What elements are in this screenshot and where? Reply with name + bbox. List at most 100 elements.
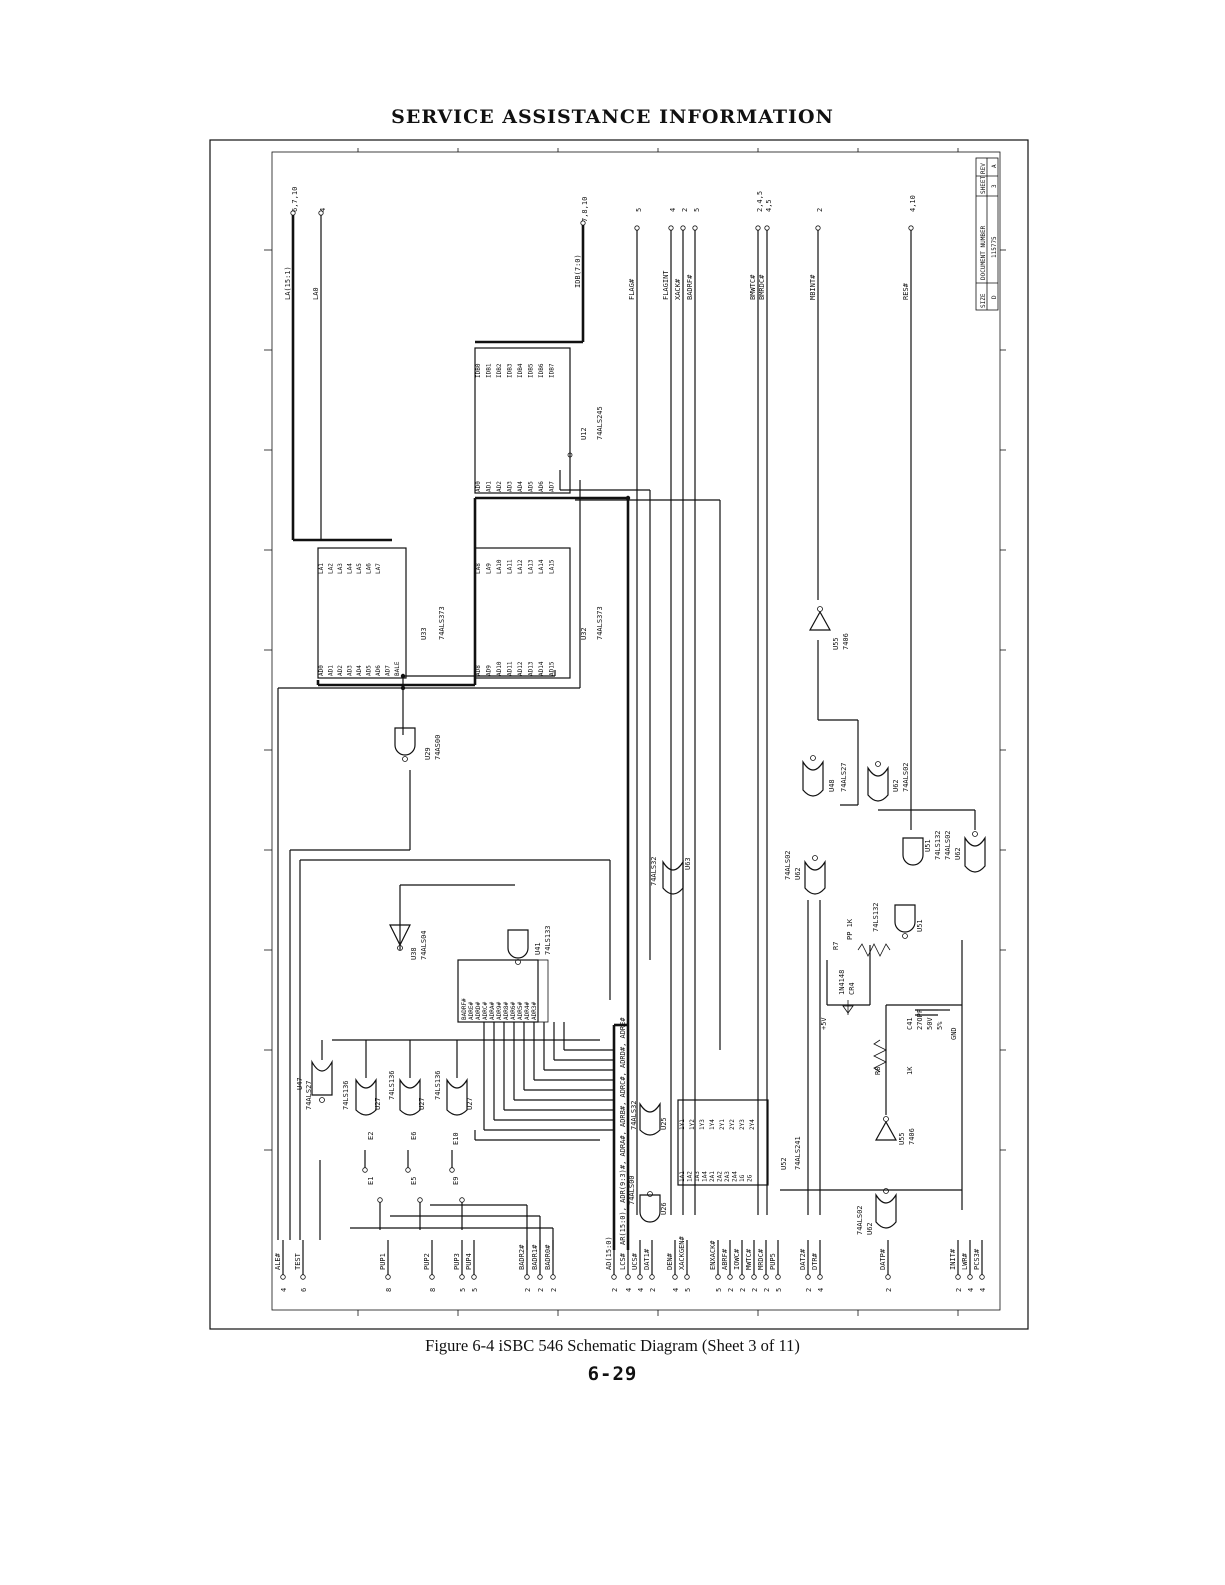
- u12-output-pin: IDB1: [486, 363, 493, 378]
- bottom-signal-ref: 2: [537, 1288, 545, 1292]
- svg-text:U51: U51: [924, 839, 932, 852]
- svg-text:E10: E10: [452, 1132, 460, 1145]
- bottom-signal-ref: 2: [727, 1288, 735, 1292]
- top-signal-name: FLAG#: [628, 278, 636, 300]
- bottom-connector: [280, 1274, 286, 1280]
- u33-output-pin: LA2: [328, 563, 335, 574]
- bottom-signal-ref: 2: [885, 1288, 893, 1292]
- u32-input-pin: AD15: [549, 661, 556, 676]
- svg-text:74ALS04: 74ALS04: [420, 930, 428, 960]
- svg-text:74ALS32: 74ALS32: [650, 856, 658, 886]
- svg-text:U55: U55: [898, 1132, 906, 1145]
- top-signal-name: FLAGINT: [662, 270, 670, 300]
- u63-or-gate: U63 74ALS32: [650, 856, 692, 895]
- top-signal-ref: 4: [319, 208, 327, 212]
- u32-output-pin: LA8: [475, 563, 482, 574]
- bottom-signal-name: DATP#: [879, 1248, 887, 1270]
- svg-text:C41: C41: [906, 1017, 914, 1030]
- u32-output-pin: LA15: [549, 559, 556, 574]
- main-wiring: [277, 470, 721, 1250]
- svg-text:GND: GND: [950, 1027, 958, 1040]
- u12-output-pin: IDB2: [496, 363, 503, 378]
- bottom-signal-name: AD(15:0): [605, 1236, 613, 1270]
- u41-input-pin: BADRF#: [461, 998, 468, 1020]
- u12-input-pin: AD0: [475, 481, 482, 492]
- bottom-signal-ref: 2: [763, 1288, 771, 1292]
- bottom-signal-name: PCS3#: [973, 1248, 981, 1270]
- svg-text:U63: U63: [684, 857, 692, 870]
- bottom-connector: [775, 1274, 781, 1280]
- bottom-connector: [637, 1274, 643, 1280]
- u52-left-pin: 2A3: [724, 1171, 731, 1182]
- bottom-connector: [524, 1274, 530, 1280]
- u47-nor-gate: U47 74ALS27: [296, 1059, 333, 1110]
- u33-input-pin: AD5: [366, 665, 373, 676]
- top-signal-ref: 2,4,5: [756, 191, 764, 212]
- u32-input-pin: AD11: [507, 661, 514, 676]
- u51-schmitt-gate-b: U51 74LS132: [872, 902, 924, 939]
- u32-input-pin: AD8: [475, 665, 482, 676]
- bottom-signal-name: PUP1: [379, 1253, 387, 1270]
- svg-text:U26: U26: [660, 1202, 668, 1215]
- bottom-signal-ref: 5: [715, 1288, 723, 1292]
- u32-input-pin: AD13: [528, 661, 535, 676]
- u41-input-pin: ADRD#: [475, 1002, 482, 1020]
- u32-output-pin: LA10: [496, 559, 503, 574]
- u29-nand-gate: U29 74AS00: [394, 727, 442, 762]
- bottom-signal-labels: ALE#4TEST6PUP18PUP28PUP35PUP45BADR2#2BAD…: [274, 1235, 987, 1292]
- title-block-docnum-header: DOCUMENT NUMBER: [980, 225, 987, 280]
- bottom-signal-ref: 4: [979, 1288, 987, 1292]
- svg-text:U47: U47: [296, 1077, 304, 1090]
- svg-text:74ALS27: 74ALS27: [840, 762, 848, 792]
- svg-text:74ALS02: 74ALS02: [784, 850, 792, 880]
- svg-text:74LS132: 74LS132: [934, 830, 942, 860]
- top-signal-name: LA0: [312, 287, 320, 300]
- svg-text:U27: U27: [374, 1097, 382, 1110]
- svg-text:74LS136: 74LS136: [434, 1070, 442, 1100]
- svg-text:E5: E5: [410, 1177, 418, 1185]
- svg-text:74LS133: 74LS133: [544, 925, 552, 955]
- u32-input-pin: AD14: [538, 661, 545, 676]
- u41-input-pin: ADR8#: [503, 1002, 510, 1020]
- bottom-signal-ref: 5: [459, 1288, 467, 1292]
- bottom-signal-ref: 2: [805, 1288, 813, 1292]
- jumpers: E1 E2 E5 E6 E9 E10: [362, 1132, 465, 1230]
- u12-input-pin: AD5: [528, 481, 535, 492]
- u32-output-pin: LA12: [517, 559, 524, 574]
- passive-labels: R7 PP 1K 1N4148 CR4 +5V R8 1K C41 27OPF …: [820, 918, 958, 1075]
- top-signal-name: BMRDC#: [758, 274, 766, 300]
- svg-text:U48: U48: [828, 779, 836, 792]
- u12-ref: U12: [580, 427, 588, 440]
- u12-output-pin: IDB5: [528, 363, 535, 378]
- u33-output-pin: LA3: [337, 563, 344, 574]
- svg-text:U62: U62: [892, 779, 900, 792]
- bottom-signal-name: BADR0#: [544, 1244, 552, 1270]
- top-signal-name: RES#: [902, 282, 910, 300]
- reset-wiring: [780, 640, 976, 1215]
- svg-text:50V: 50V: [926, 1017, 934, 1030]
- bottom-signal-name: LCS#: [619, 1252, 627, 1270]
- title-block: SIZE DOCUMENT NUMBER SHEET REV D 115775 …: [975, 157, 999, 311]
- u52-left-pin: 1A1: [679, 1171, 686, 1182]
- figure-caption: Figure 6-4 iSBC 546 Schematic Diagram (S…: [425, 1336, 800, 1355]
- u33-output-pin: LA4: [347, 563, 354, 574]
- svg-text:74AS00: 74AS00: [434, 735, 442, 760]
- svg-text:27OPF: 27OPF: [916, 1009, 924, 1030]
- svg-text:R7: R7: [832, 942, 840, 950]
- svg-text:R8: R8: [874, 1067, 882, 1075]
- u62-nor-gate-c: U62 74ALS02: [944, 830, 986, 873]
- bottom-signal-name: PUP4: [465, 1253, 473, 1270]
- top-signal-ref: 2: [816, 208, 824, 212]
- bottom-signal-name: UCS#: [631, 1252, 639, 1270]
- xor-wiring: [319, 1039, 600, 1250]
- bottom-signal-ref: 2: [550, 1288, 558, 1292]
- u41-input-pin: ADRC#: [482, 1002, 489, 1020]
- u41-input-pin: ADR6#: [510, 1002, 517, 1020]
- svg-text:7406: 7406: [908, 1128, 916, 1145]
- page-header-title: SERVICE ASSISTANCE INFORMATION: [391, 106, 834, 128]
- bottom-signal-name: DAT1#: [643, 1248, 651, 1270]
- u55-inverter-a: U55 7406: [808, 606, 850, 650]
- top-signal-ref: 5: [693, 208, 701, 212]
